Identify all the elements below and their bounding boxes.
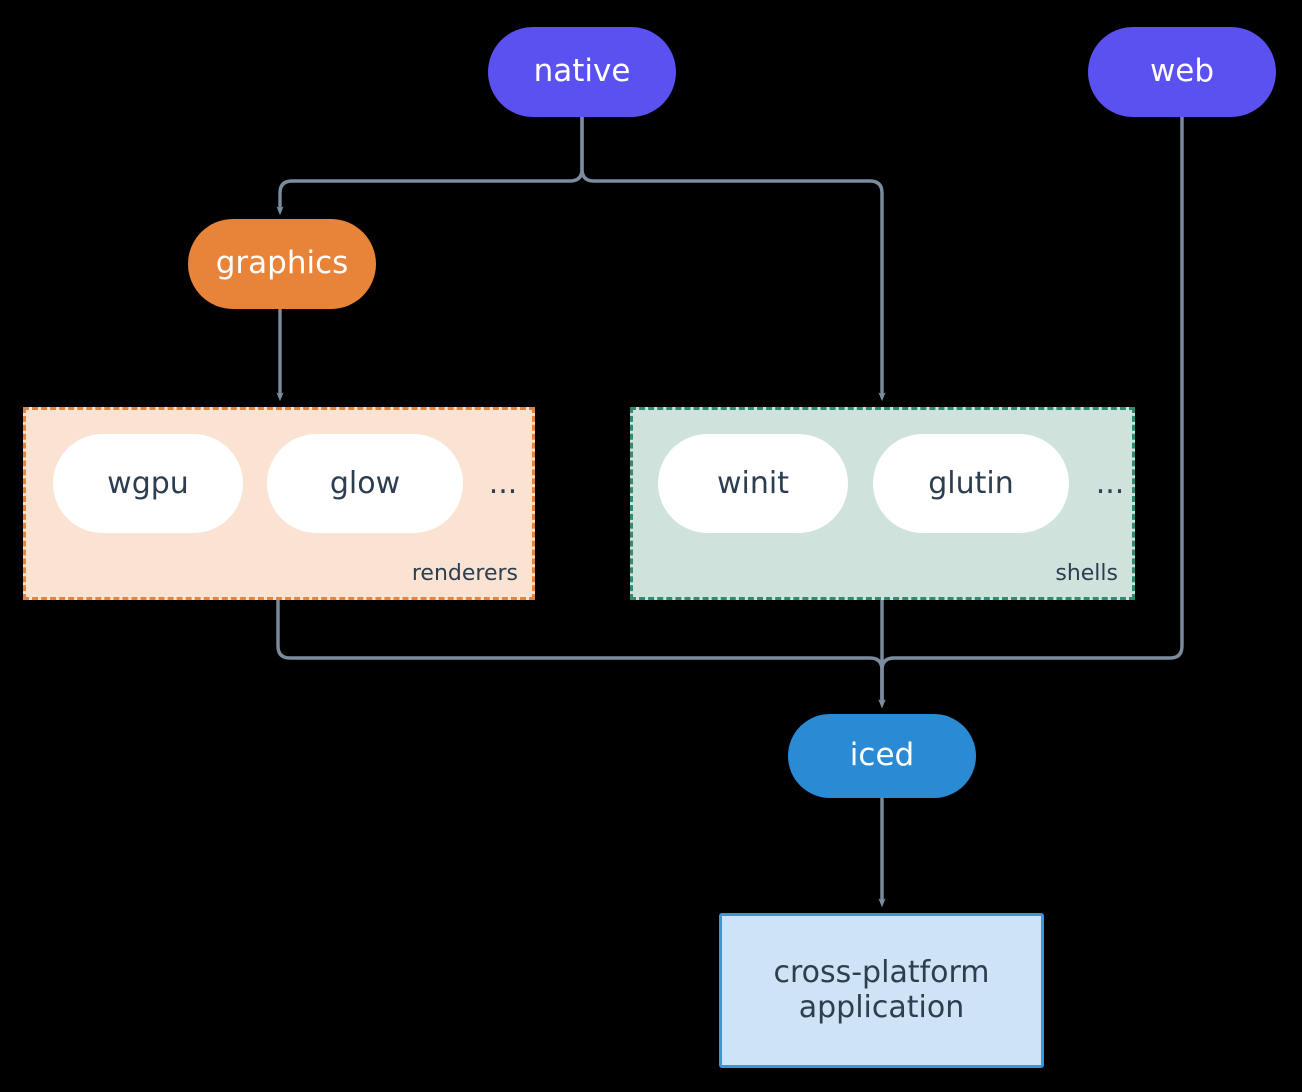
- node-graphics-label: graphics: [215, 245, 349, 282]
- item-pill-wgpu[interactable]: wgpu: [53, 434, 243, 533]
- node-native[interactable]: native: [488, 27, 676, 117]
- node-iced[interactable]: iced: [788, 714, 976, 798]
- group-shells-caption: shells: [1055, 561, 1118, 586]
- application-label-line1: cross-platform: [773, 955, 990, 990]
- item-pill-winit[interactable]: winit: [658, 434, 848, 533]
- item-pill-glutin-label: glutin: [928, 466, 1014, 501]
- group-renderers: wgpu glow ... renderers: [23, 407, 535, 600]
- node-iced-label: iced: [849, 737, 915, 774]
- item-pill-wgpu-label: wgpu: [107, 466, 189, 501]
- group-renderers-items: wgpu glow ...: [26, 410, 532, 597]
- application-label-line2: application: [798, 989, 965, 1025]
- node-cross-platform-application[interactable]: cross-platform application: [719, 913, 1044, 1068]
- edge-renderers-to-iced: [276, 600, 886, 709]
- item-pill-winit-label: winit: [717, 466, 789, 501]
- node-graphics[interactable]: graphics: [188, 219, 376, 309]
- group-shells-items: winit glutin ...: [633, 410, 1132, 597]
- group-renderers-caption: renderers: [411, 561, 518, 586]
- shells-more-ellipsis: ...: [1095, 466, 1125, 501]
- item-pill-glow[interactable]: glow: [267, 434, 463, 533]
- edge-native-to-graphics: [276, 117, 584, 216]
- group-shells: winit glutin ... shells: [630, 407, 1135, 600]
- item-pill-glutin[interactable]: glutin: [873, 434, 1069, 533]
- node-web[interactable]: web: [1088, 27, 1276, 117]
- node-web-label: web: [1149, 53, 1215, 90]
- node-native-label: native: [533, 53, 631, 90]
- item-pill-glow-label: glow: [329, 466, 401, 501]
- edge-native-to-shells: [580, 117, 886, 402]
- renderers-more-ellipsis: ...: [488, 466, 518, 501]
